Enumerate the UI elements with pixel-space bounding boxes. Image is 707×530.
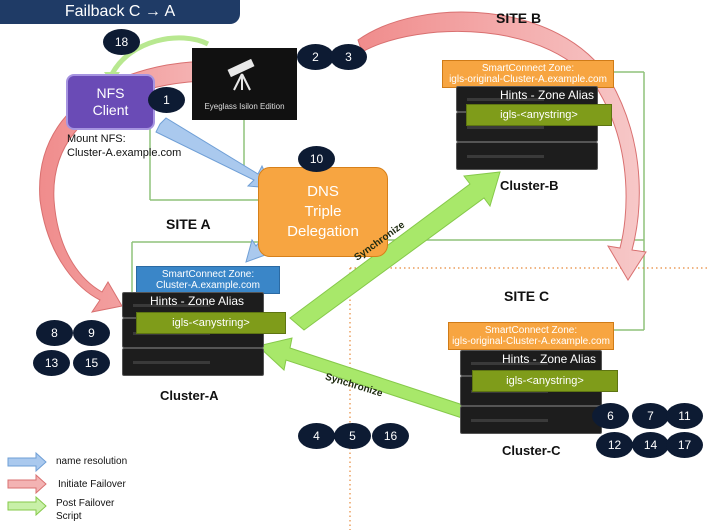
legend-blue-arrow <box>7 451 47 473</box>
mount-line1: Mount NFS: <box>67 133 126 145</box>
page-title: Failback C → A <box>0 0 240 24</box>
cluster-c-igls: igls-<anystring> <box>472 370 618 392</box>
site-dividers <box>349 267 707 530</box>
cluster-c-node-3 <box>460 406 602 434</box>
eyeglass-box: Eyeglass Isilon Edition <box>192 48 297 120</box>
cluster-b-hints: Hints - Zone Alias <box>500 88 595 102</box>
mount-note: Mount NFS: Cluster-A.example.com <box>67 132 181 160</box>
cluster-c-zone-line2: igls-original-Cluster-A.example.com <box>452 336 610 347</box>
step-badge: 17 <box>666 432 703 458</box>
step-badge: 6 <box>592 403 629 429</box>
step-badge: 12 <box>596 432 633 458</box>
cluster-b-igls: igls-<anystring> <box>466 104 612 126</box>
eyeglass-caption: Eyeglass Isilon Edition <box>204 102 285 111</box>
cluster-b-zone-line2: igls-original-Cluster-A.example.com <box>449 74 607 85</box>
sync-arrow-upper <box>289 171 501 331</box>
nfs-client-line1: NFS <box>96 85 125 101</box>
nfs-client-box: NFS Client <box>66 74 155 130</box>
step-badge: 2 <box>297 44 334 70</box>
step-badge: 3 <box>330 44 367 70</box>
site-a-label: SITE A <box>166 216 211 232</box>
mount-line2: Cluster-A.example.com <box>67 147 182 159</box>
dns-line2: Triple <box>304 203 342 220</box>
post-failover-arrow <box>109 35 210 76</box>
cluster-b-zone-line1: SmartConnect Zone: <box>481 63 575 74</box>
legend-red-arrow <box>7 473 47 495</box>
step-badge: 7 <box>632 403 669 429</box>
sync-arrow-lower <box>256 337 467 419</box>
cluster-a-zone-line1: SmartConnect Zone: <box>161 269 255 280</box>
cluster-a-igls: igls-<anystring> <box>136 312 286 334</box>
cluster-a-zone-line2: Cluster-A.example.com <box>156 280 260 291</box>
cluster-a-hints: Hints - Zone Alias <box>150 294 245 308</box>
cluster-c-hints: Hints - Zone Alias <box>502 352 597 366</box>
cluster-a-label: Cluster-A <box>160 388 219 403</box>
legend-green-arrow <box>7 495 47 517</box>
legend-post-failover-line2: Script <box>56 511 82 522</box>
cluster-a-node-3 <box>122 348 264 376</box>
step-badge: 11 <box>666 403 703 429</box>
step-badge: 4 <box>298 423 335 449</box>
legend-post-failover: Post Failover Script <box>56 497 114 523</box>
step-badge: 18 <box>103 29 140 55</box>
step-badge: 8 <box>36 320 73 346</box>
cluster-b-node-3 <box>456 142 598 170</box>
step-badge: 5 <box>334 423 371 449</box>
step-badge: 10 <box>298 146 335 172</box>
step-badge: 13 <box>33 350 70 376</box>
step-badge: 9 <box>73 320 110 346</box>
legend-post-failover-line1: Post Failover <box>56 498 115 509</box>
connection-lines <box>131 71 645 331</box>
cluster-b-zone: SmartConnect Zone: igls-original-Cluster… <box>442 60 614 88</box>
dns-box: DNS Triple Delegation <box>258 167 388 257</box>
cluster-b-label: Cluster-B <box>500 178 559 193</box>
dns-line1: DNS <box>307 183 339 200</box>
step-badge: 14 <box>632 432 669 458</box>
cluster-a-zone: SmartConnect Zone: Cluster-A.example.com <box>136 266 280 294</box>
legend-name-resolution: name resolution <box>56 456 128 467</box>
site-b-label: SITE B <box>496 10 542 26</box>
cluster-c-label: Cluster-C <box>502 443 561 458</box>
legend-initiate-failover: Initiate Failover <box>58 479 126 490</box>
site-c-label: SITE C <box>504 288 550 304</box>
nfs-client-line2: Client <box>92 102 129 118</box>
failover-arrow-right <box>357 11 647 281</box>
dns-line3: Delegation <box>287 223 359 240</box>
telescope-icon <box>227 58 255 91</box>
step-badge: 15 <box>73 350 110 376</box>
step-badge: 16 <box>372 423 409 449</box>
cluster-c-zone-line1: SmartConnect Zone: <box>484 325 578 336</box>
cluster-c-zone: SmartConnect Zone: igls-original-Cluster… <box>448 322 614 350</box>
step-badge: 1 <box>148 87 185 113</box>
